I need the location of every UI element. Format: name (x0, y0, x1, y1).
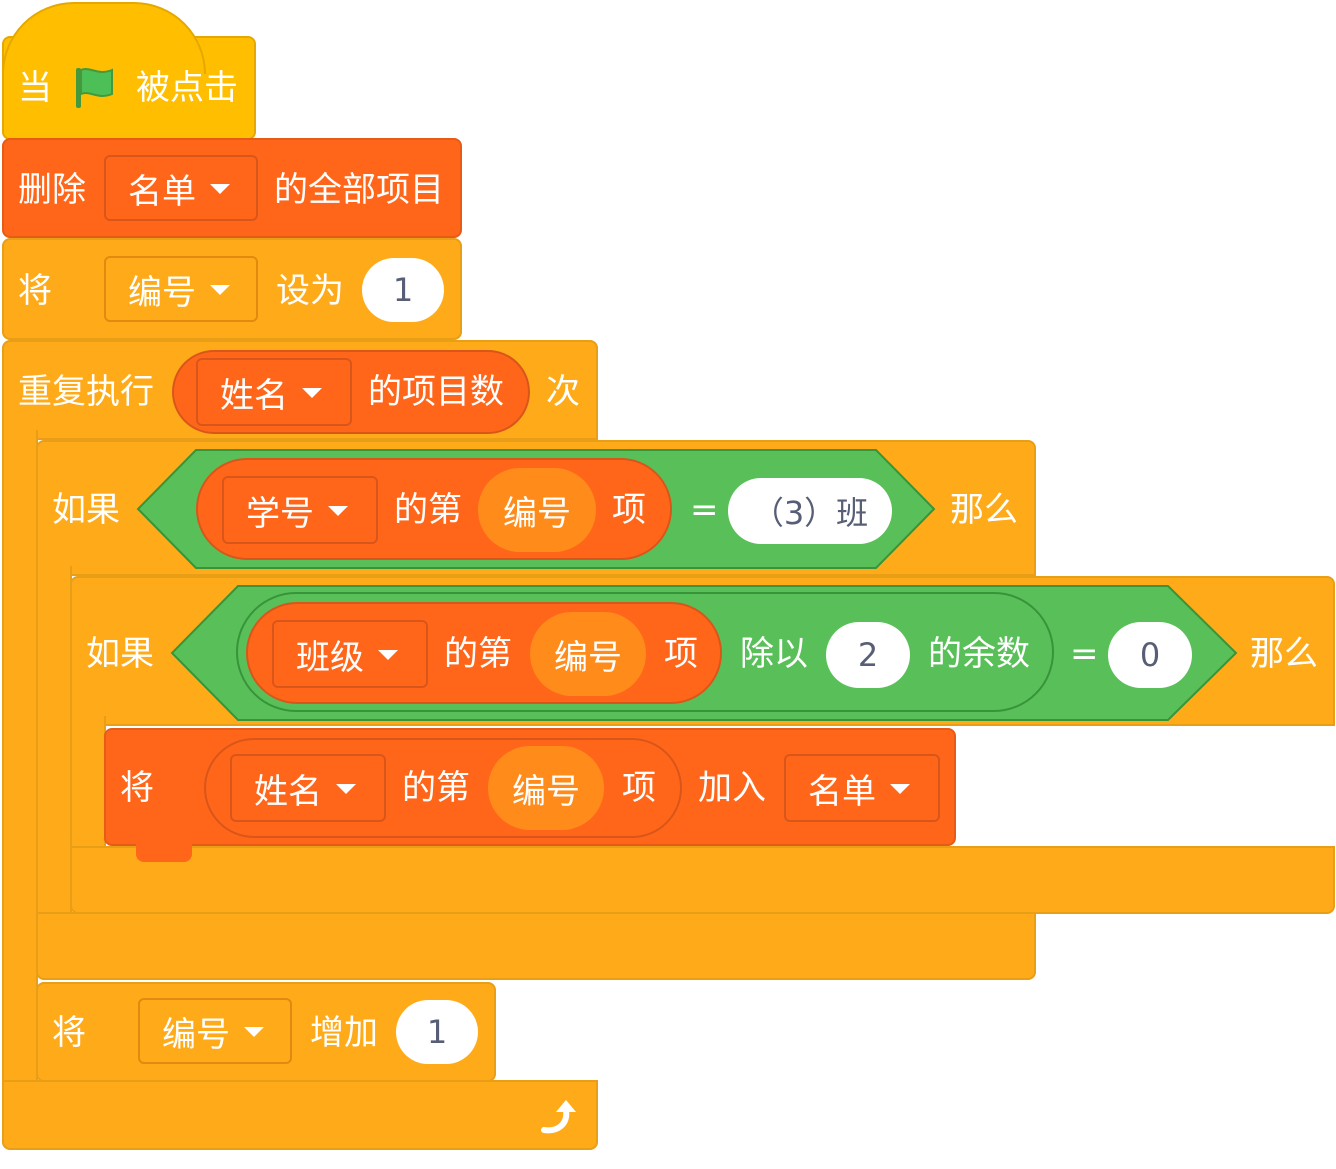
mod-label: 除以 (740, 634, 808, 674)
clicked-label: 被点击 (136, 68, 238, 108)
list-dropdown-add-target[interactable]: 名单 (784, 754, 940, 822)
if-label-1: 如果 (52, 490, 120, 530)
list-dropdown-delete[interactable]: 名单 (104, 155, 258, 221)
equals-label: = (1070, 634, 1099, 674)
compare-value-input-2[interactable]: 0 (1108, 622, 1192, 688)
list-dropdown-label: 名单 (128, 171, 196, 212)
item-of-label: 的第 (402, 768, 470, 808)
add-to-label: 加入 (698, 768, 766, 808)
variable-dropdown-set[interactable]: 编号 (104, 256, 258, 322)
set-value-input[interactable]: 1 (362, 258, 444, 322)
green-flag-icon (72, 64, 120, 116)
length-label: 的项目数 (368, 372, 504, 412)
hat-top-curve (2, 2, 206, 74)
variable-reporter-index-1[interactable]: 编号 (478, 468, 596, 552)
change-by-label: 增加 (310, 1013, 378, 1053)
list-dropdown-if1[interactable]: 学号 (222, 476, 378, 544)
list-dropdown-label: 学号 (246, 493, 314, 534)
change-value-input[interactable]: 1 (396, 1000, 478, 1064)
all-items-label: 的全部项目 (274, 170, 444, 210)
item-of-label: 的第 (394, 490, 462, 530)
if-block-1-arm (36, 566, 72, 916)
list-dropdown-repeat[interactable]: 姓名 (196, 358, 352, 426)
equals-label: = (690, 490, 719, 530)
item-label: 项 (622, 768, 656, 808)
loop-arrow-icon (536, 1096, 580, 1144)
list-dropdown-label: 班级 (296, 637, 364, 678)
if-label-2: 如果 (86, 634, 154, 674)
item-label: 项 (664, 634, 698, 674)
list-dropdown-label: 姓名 (220, 375, 288, 416)
list-dropdown-if2[interactable]: 班级 (272, 620, 428, 688)
variable-reporter-index-3[interactable]: 编号 (488, 746, 604, 830)
chevron-down-icon (210, 184, 230, 194)
if-block-1-foot (36, 912, 1036, 980)
list-dropdown-label: 名单 (808, 771, 876, 812)
when-label: 当 (18, 68, 52, 108)
chevron-down-icon (244, 1027, 264, 1037)
item-label: 项 (612, 490, 646, 530)
chevron-down-icon (336, 784, 356, 794)
delete-label: 删除 (18, 170, 86, 210)
chevron-down-icon (302, 388, 322, 398)
if-block-2-arm (70, 716, 106, 856)
if-block-2-foot (70, 846, 1335, 914)
change-label: 将 (52, 1013, 86, 1053)
compare-value-input-1[interactable]: （3）班 (728, 478, 892, 544)
variable-dropdown-label: 编号 (128, 272, 196, 313)
then-label-2: 那么 (1250, 634, 1318, 674)
item-of-label: 的第 (444, 634, 512, 674)
variable-dropdown-label: 编号 (162, 1014, 230, 1055)
set-to-label: 设为 (276, 271, 344, 311)
chevron-down-icon (328, 506, 348, 516)
add-set-label: 将 (120, 768, 154, 808)
times-label: 次 (546, 372, 580, 412)
divisor-input[interactable]: 2 (826, 622, 910, 688)
repeat-block-arm (2, 430, 38, 1090)
list-dropdown-add-source[interactable]: 姓名 (230, 754, 386, 822)
chevron-down-icon (890, 784, 910, 794)
chevron-down-icon (210, 285, 230, 295)
chevron-down-icon (378, 650, 398, 660)
variable-dropdown-change[interactable]: 编号 (138, 998, 292, 1064)
variable-reporter-index-2[interactable]: 编号 (530, 612, 646, 696)
then-label-1: 那么 (950, 490, 1018, 530)
repeat-block-foot (2, 1080, 598, 1150)
add-block-tab (136, 840, 192, 862)
set-label: 将 (18, 271, 52, 311)
repeat-label: 重复执行 (18, 372, 154, 412)
list-dropdown-label: 姓名 (254, 771, 322, 812)
remainder-label: 的余数 (928, 634, 1030, 674)
